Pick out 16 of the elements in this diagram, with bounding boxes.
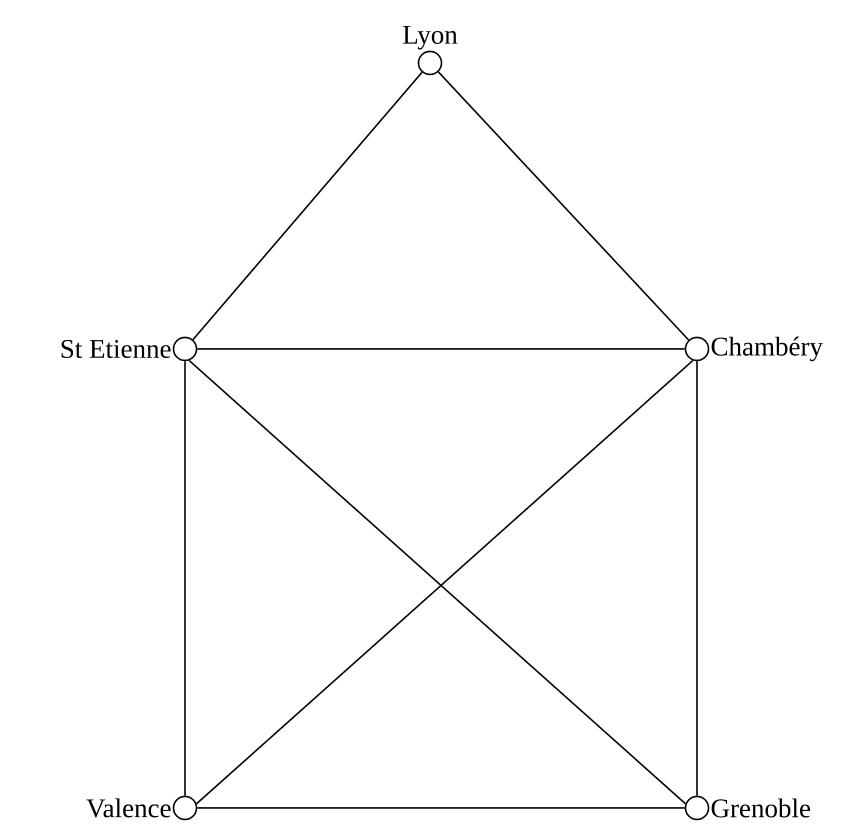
connector-line bbox=[192, 72, 423, 340]
city-label: Grenoble bbox=[712, 798, 810, 818]
city-label: Valence bbox=[86, 798, 171, 818]
junction-circle bbox=[418, 50, 442, 76]
city-label: Lyon bbox=[403, 26, 458, 50]
city-label: St Etienne bbox=[62, 340, 171, 358]
city-label: Chambéry bbox=[712, 336, 823, 362]
junction-circle bbox=[684, 796, 710, 820]
connector-line bbox=[197, 807, 685, 809]
junction-circle bbox=[684, 336, 710, 362]
connector-line bbox=[197, 348, 685, 350]
junction-circle bbox=[172, 796, 198, 820]
connector-line bbox=[184, 361, 186, 796]
connector-line bbox=[438, 71, 690, 341]
junction-circle bbox=[172, 336, 198, 362]
connector-line bbox=[696, 361, 698, 796]
